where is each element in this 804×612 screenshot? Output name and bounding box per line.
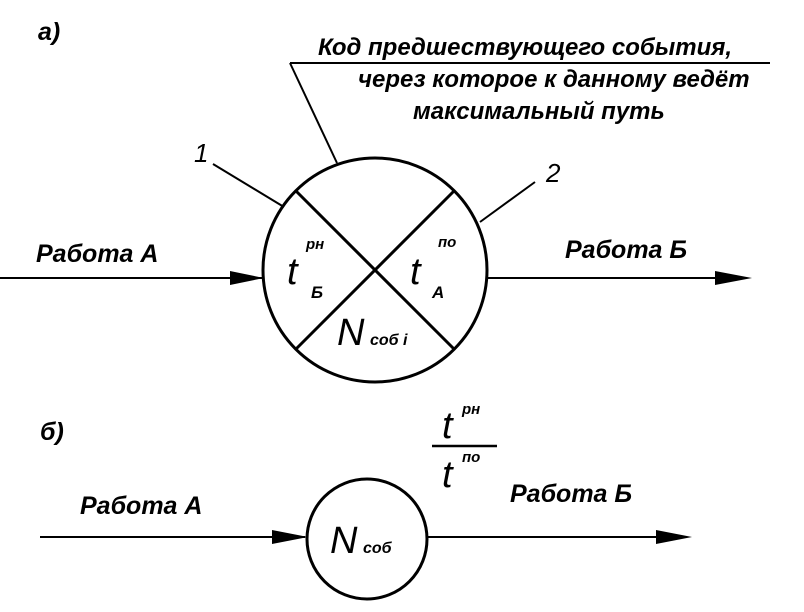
annotation-leader-line [289, 62, 338, 164]
event-number-subscript: соб i [370, 332, 408, 349]
work-a-arrowhead-b [272, 530, 308, 544]
fraction-numerator-symbol: t [442, 405, 454, 447]
annotation-line-2: через которое к данному ведёт [358, 66, 750, 93]
callout-1-leader [212, 163, 285, 208]
callout-2-label: 2 [545, 158, 561, 188]
work-b-arrowhead [715, 271, 752, 285]
panel-a-label: а) [38, 18, 60, 46]
work-b-label-b: Работа Б [510, 480, 632, 508]
event-node-symbol: N [330, 520, 358, 562]
event-number-symbol: N [337, 312, 365, 354]
late-finish-subscript: А [431, 283, 444, 302]
fraction-denominator-superscript: по [462, 449, 480, 466]
event-node-circle [305, 477, 429, 601]
sector-divider-2 [294, 189, 456, 351]
fraction-denominator-symbol: t [442, 454, 454, 496]
fraction-numerator-superscript: рн [461, 401, 480, 418]
event-circle [261, 156, 489, 384]
callout-1-label: 1 [194, 138, 208, 168]
early-start-subscript: Б [311, 283, 323, 302]
late-finish-superscript: по [438, 234, 456, 251]
work-a-arrowhead [230, 271, 264, 285]
work-b-label: Работа Б [565, 236, 687, 264]
work-b-arrowhead-b [656, 530, 692, 544]
event-node-subscript: соб [363, 540, 393, 557]
callout-2-leader [479, 181, 536, 223]
annotation-line-3: максимальный путь [413, 98, 665, 125]
work-a-label-b: Работа А [80, 492, 202, 520]
panel-b-label: б) [40, 418, 64, 446]
annotation-line-1: Код предшествующего события, [318, 34, 732, 61]
early-start-symbol: t [287, 251, 299, 293]
work-a-label: Работа А [36, 240, 158, 268]
late-finish-symbol: t [410, 251, 422, 293]
early-start-superscript: рн [305, 236, 324, 253]
